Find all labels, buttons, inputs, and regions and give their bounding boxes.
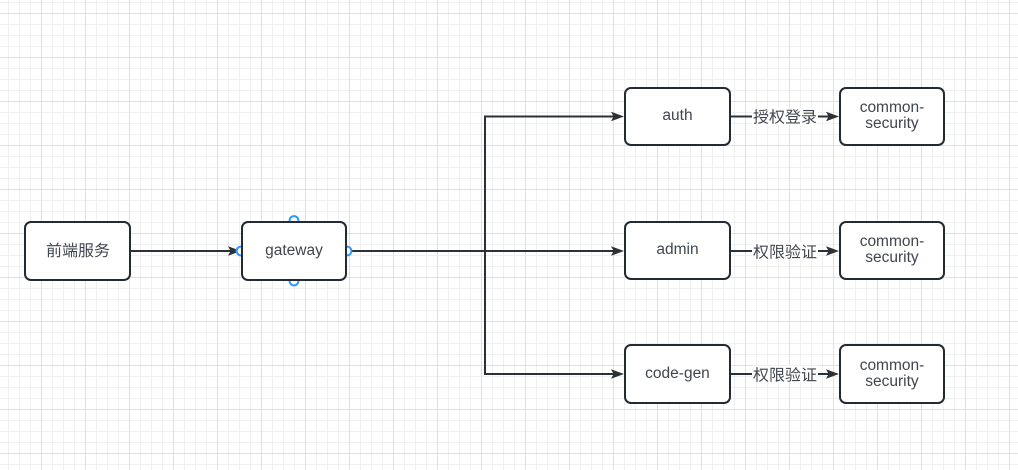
- arrowhead-icon: [611, 369, 624, 379]
- edge-label-permission-check-middle[interactable]: 权限验证: [752, 242, 818, 260]
- node-frontend-service[interactable]: 前端服务: [24, 220, 131, 281]
- arrowhead-icon: [826, 369, 839, 379]
- edge-label-authorize-login[interactable]: 授权登录: [752, 108, 818, 125]
- arrowhead-icon: [826, 111, 839, 122]
- node-frontend-service-label: 前端服务: [46, 242, 110, 259]
- node-auth-label: auth: [662, 107, 693, 124]
- node-common-security-bottom[interactable]: common- security: [839, 344, 945, 404]
- node-auth[interactable]: auth: [624, 86, 731, 146]
- edge-gateway-admin[interactable]: [347, 246, 624, 256]
- arrowhead-icon: [611, 246, 624, 256]
- edge-label-permission-check-bottom[interactable]: 权限验证: [752, 365, 818, 383]
- node-common-security-middle[interactable]: common- security: [839, 220, 945, 280]
- node-common-security-middle-label: common- security: [859, 232, 925, 267]
- arrowhead-icon: [611, 111, 624, 122]
- node-code-gen[interactable]: code-gen: [624, 344, 731, 404]
- node-admin-label: admin: [656, 241, 699, 258]
- edge-label-authorize-login-text: 授权登录: [753, 108, 817, 125]
- node-admin[interactable]: admin: [624, 220, 731, 280]
- node-common-security-bottom-label: common- security: [859, 356, 925, 390]
- edge-label-permission-check-bottom-text: 权限验证: [753, 366, 817, 383]
- edge-label-permission-check-middle-text: 权限验证: [753, 243, 817, 260]
- arrowhead-icon: [826, 246, 839, 256]
- edge-frontend-gateway[interactable]: [131, 246, 241, 256]
- arrowhead-icon: [228, 246, 241, 256]
- node-code-gen-label: code-gen: [645, 364, 710, 382]
- node-common-security-top[interactable]: common- security: [839, 86, 945, 146]
- node-common-security-top-label: common- security: [859, 98, 925, 133]
- node-gateway[interactable]: gateway: [241, 220, 347, 281]
- edge-gateway-auth[interactable]: [347, 111, 624, 252]
- node-gateway-label: gateway: [265, 241, 323, 259]
- edge-gateway-codegen[interactable]: [347, 250, 624, 379]
